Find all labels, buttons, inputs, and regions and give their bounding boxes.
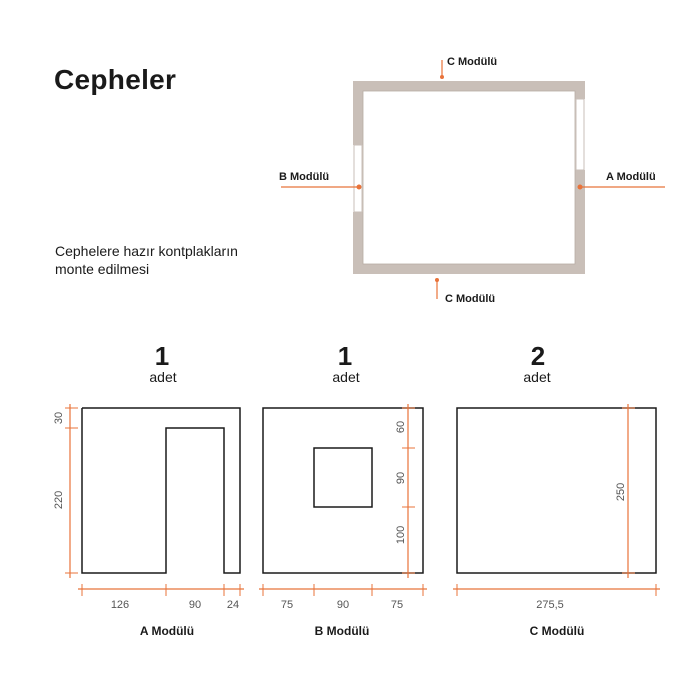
opening-left [353, 144, 363, 213]
wall-left-lower [353, 212, 363, 274]
wall-left-upper [353, 81, 363, 145]
panel-c-count: 2 [531, 341, 545, 371]
panel-a-outline [81, 407, 241, 574]
opening-right [575, 98, 585, 171]
floor-plan: C Modülü C Modülü B Modülü A Modülü [279, 56, 665, 305]
panel-b-hdim-label-1: 75 [281, 599, 293, 611]
panel-b-vdim-label-3: 100 [395, 526, 407, 544]
label-right: A Modülü [606, 171, 656, 183]
label-left: B Modülü [279, 171, 329, 183]
panel-a-hdim-label-3: 24 [227, 599, 239, 611]
panel-b-count: 1 [338, 341, 352, 371]
label-bottom: C Modülü [445, 293, 495, 305]
panel-a-hdim-label-2: 90 [189, 599, 201, 611]
panel-b-vdim-label-1: 60 [395, 421, 407, 433]
panel-b-unit: adet [332, 369, 359, 385]
panel-c-outline [456, 407, 657, 574]
panel-b-outline [262, 407, 424, 574]
arrow-top-dot [440, 75, 444, 79]
arrow-right-dot [577, 184, 583, 190]
page-title: Cepheler [54, 64, 177, 95]
label-top: C Modülü [447, 56, 497, 68]
panel-c-vdim-label-1: 250 [615, 483, 627, 501]
panel-c-name: C Modülü [530, 624, 585, 638]
wall-right-lower [575, 170, 585, 274]
description-line-1: Cephelere hazır kontplakların [55, 243, 238, 259]
panel-a-vdim-label-1: 30 [53, 412, 65, 424]
panel-b: 1 adet 60 90 100 75 90 75 B Modülü [259, 341, 427, 638]
panel-b-window-opening [313, 447, 373, 508]
panel-b-vdim-label-2: 90 [395, 472, 407, 484]
panel-c-unit: adet [523, 369, 550, 385]
panel-c: 2 adet 250 275,5 C Modülü [453, 341, 660, 638]
panel-a-unit: adet [149, 369, 176, 385]
panel-c-hdim-label-1: 275,5 [536, 599, 564, 611]
panel-a-vdim-label-2: 220 [53, 491, 65, 509]
wall-right-upper [575, 81, 585, 99]
panel-b-name: B Modülü [315, 624, 370, 638]
description-line-2: monte edilmesi [55, 261, 150, 277]
panel-a-hdim-label-1: 126 [111, 599, 129, 611]
panel-a-count: 1 [155, 341, 169, 371]
arrow-left-dot [356, 184, 362, 190]
panel-b-hdim-label-3: 75 [391, 599, 403, 611]
panel-a-name: A Modülü [140, 624, 194, 638]
plan-inner-edge [362, 90, 576, 265]
panel-b-hdim-label-2: 90 [337, 599, 349, 611]
wall-bottom [353, 264, 585, 274]
arrow-bottom-dot [435, 278, 439, 282]
panel-a: 1 adet 30 220 126 90 24 A Modülü [53, 341, 244, 638]
description: Cephelere hazır kontplakların monte edil… [55, 242, 238, 278]
wall-top [353, 81, 585, 91]
